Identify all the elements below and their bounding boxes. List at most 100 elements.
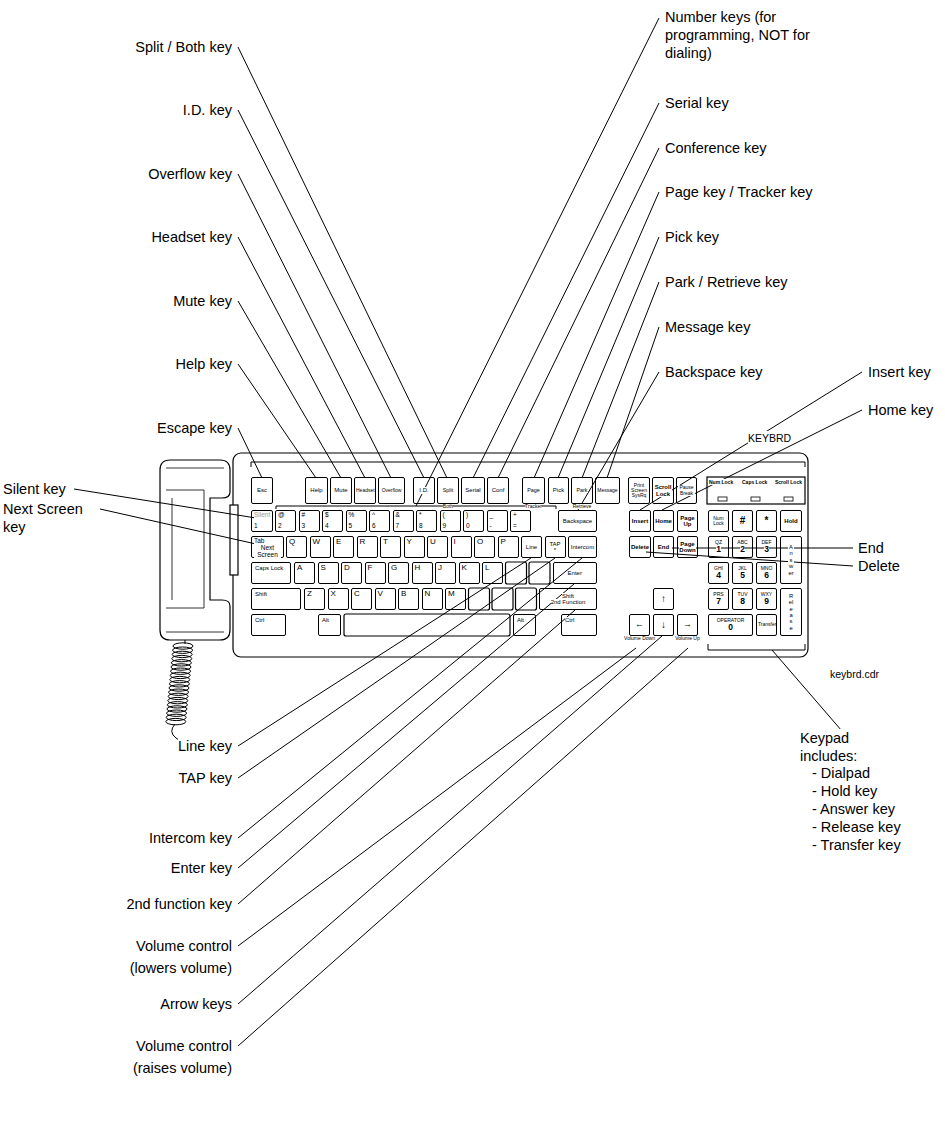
keyboard-key: I [451, 536, 472, 558]
key-legend: Shift [255, 591, 267, 597]
leader-line [238, 364, 316, 478]
keyboard-key: OPERATOR0 [708, 614, 753, 636]
callout-label: End [858, 539, 884, 557]
key-legend: Park [576, 488, 587, 494]
key-legend: Transfer [758, 622, 775, 627]
keyboard-key: ↑ [653, 588, 674, 610]
cord-end [185, 640, 186, 644]
callout-label: Num Lock [709, 479, 733, 485]
leader-line [238, 610, 575, 904]
keyboard-key: Q [286, 536, 307, 558]
keyboard-key: Ctrl [251, 614, 286, 636]
key-legend: K [462, 564, 467, 572]
keyboard-key: B [398, 588, 419, 610]
key-legend: @ [278, 512, 285, 519]
leader-line [662, 410, 862, 510]
callout-label: 2nd function key [126, 895, 232, 913]
key-legend: 7 [396, 523, 400, 530]
key-legend: Q [289, 538, 295, 546]
key-legend: Tab [254, 538, 264, 545]
keyboard-key: P [498, 536, 519, 558]
keyboard-key: Page Up [677, 510, 698, 532]
keyboard-key: += [510, 510, 531, 532]
key-legend: 9 [443, 523, 447, 530]
key-legend: Both [443, 504, 453, 509]
key-legend: C [354, 590, 360, 598]
key-legend: 3 [302, 523, 306, 530]
callout-label: Help key [176, 355, 232, 373]
key-legend: 2 [740, 545, 745, 554]
keyboard-key: )0 [463, 510, 484, 532]
keyboard-key: PageTracker [522, 477, 545, 504]
keyboard-key: Mute [330, 477, 352, 504]
keyboard-key: I.D. [413, 477, 435, 504]
key-legend: 6 [764, 571, 769, 580]
key-legend: I [454, 538, 456, 546]
key-legend: Insert [632, 518, 648, 524]
key-legend: Pause Break [678, 485, 695, 496]
blank-key [506, 562, 527, 584]
led-panel [707, 477, 805, 504]
key-legend: Alt [322, 617, 329, 623]
callout-label: Enter key [171, 859, 232, 877]
key-legend: $ [325, 512, 329, 519]
keyboard-key: A [294, 562, 315, 584]
key-legend: * [765, 516, 769, 527]
keyboard-key: ParkRetrieve [571, 477, 593, 504]
callout-label: Volume control (lowers volume) [112, 935, 232, 979]
keyboard-key: C [351, 588, 372, 610]
leader-line [672, 548, 853, 549]
keyboard-key: Intercom [568, 536, 597, 558]
leader-line [238, 648, 688, 1046]
callout-label: Park / Retrieve key [665, 273, 788, 291]
keyboard-key: Backspace [558, 510, 597, 532]
key-legend: 4 [325, 523, 329, 530]
key-legend: 3 [764, 545, 769, 554]
leader-line [772, 650, 848, 738]
key-legend: Conf [492, 487, 505, 493]
callout-label: Home key [868, 401, 933, 419]
key-legend: A [297, 564, 302, 572]
leader-line [582, 282, 659, 478]
keyboard-key: T [380, 536, 401, 558]
key-legend: E [336, 538, 341, 546]
keyboard-key: G [388, 562, 409, 584]
callout-label: Escape key [157, 419, 232, 437]
leader-line [238, 301, 341, 478]
leader-line [640, 372, 862, 510]
key-legend: I.D. [419, 487, 428, 493]
key-legend: X [331, 590, 336, 598]
key-legend: S [321, 564, 326, 572]
keyboard-key: Caps Lock [251, 562, 291, 584]
callout-label: - Hold key [812, 782, 877, 800]
key-legend: Page Up [679, 515, 696, 528]
key-legend: T [383, 538, 388, 546]
key-legend: 1 [254, 523, 258, 530]
key-legend: & [396, 512, 400, 519]
leader-line [238, 174, 391, 478]
key-legend: G [391, 564, 397, 572]
key-legend: Answer [788, 544, 794, 576]
keyboard-key: TAP* [545, 536, 566, 558]
key-legend: Intercom [571, 544, 594, 550]
key-legend: Esc [257, 487, 267, 493]
keyboard-key: # [732, 510, 753, 532]
key-legend: Page [527, 488, 540, 494]
key-legend: Release [788, 593, 794, 631]
leader-line [238, 558, 582, 838]
keyboard-key: Line [521, 536, 542, 558]
leader-line [498, 148, 659, 478]
keyboard-key: Conf [487, 477, 509, 504]
callout-label: Backspace key [665, 363, 763, 381]
key-legend: → [683, 620, 692, 629]
key-legend: Silent [254, 512, 270, 519]
key-legend: N [425, 590, 431, 598]
key-legend: Message [597, 488, 617, 493]
keyboard-key: ^6 [369, 510, 390, 532]
keyboard-key: D [341, 562, 362, 584]
callout-label: - Transfer key [812, 836, 901, 854]
key-legend: 4 [716, 571, 721, 580]
keyboard-outline [233, 453, 808, 657]
leader-line [238, 237, 365, 478]
callout-label: Intercom key [149, 829, 232, 847]
